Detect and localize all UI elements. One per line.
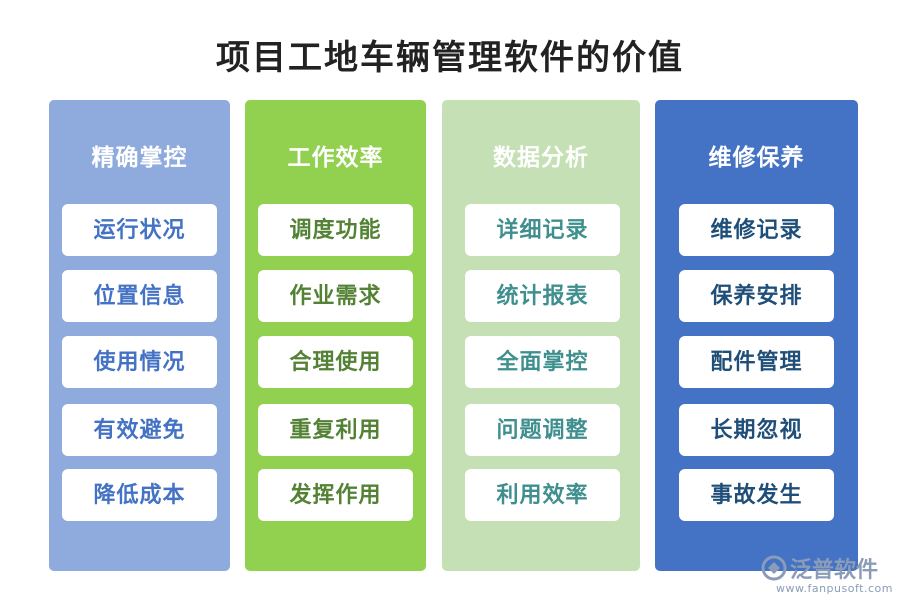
column-header: 数据分析 (493, 144, 589, 171)
value-item: 合理使用 (258, 336, 413, 388)
column-maintenance: 维修保养 维修记录 保养安排 配件管理 长期忽视 事故发生 (655, 100, 858, 571)
column-header: 精确掌控 (91, 144, 188, 171)
value-item: 位置信息 (62, 270, 217, 322)
page-title: 项目工地车辆管理软件的价值 (216, 38, 684, 78)
value-item: 全面掌控 (465, 336, 620, 388)
value-item: 降低成本 (62, 469, 217, 521)
value-item: 配件管理 (679, 336, 834, 388)
column-header: 工作效率 (287, 144, 384, 171)
value-item: 统计报表 (465, 270, 620, 322)
value-item: 有效避免 (62, 404, 217, 456)
column-precise-control: 精确掌控 运行状况 位置信息 使用情况 有效避免 降低成本 (49, 100, 230, 571)
watermark-url: www.fanpusoft.com (776, 582, 893, 595)
value-item: 事故发生 (679, 469, 834, 521)
value-item: 重复利用 (258, 404, 413, 456)
column-data-analysis: 数据分析 详细记录 统计报表 全面掌控 问题调整 利用效率 (442, 100, 640, 571)
value-item: 运行状况 (62, 204, 217, 256)
watermark: 泛普软件 www.fanpusoft.com (760, 552, 893, 598)
value-item: 维修记录 (679, 204, 834, 256)
value-item: 调度功能 (258, 204, 413, 256)
value-item: 利用效率 (465, 469, 620, 521)
watermark-name: 泛普软件 (790, 558, 879, 583)
value-item: 保养安排 (679, 270, 834, 322)
value-item: 使用情况 (62, 336, 217, 388)
value-item: 问题调整 (465, 404, 620, 456)
value-item: 发挥作用 (258, 469, 413, 521)
value-item: 长期忽视 (679, 404, 834, 456)
value-item: 详细记录 (465, 204, 620, 256)
column-header: 维修保养 (708, 144, 805, 171)
fanpu-logo-icon (761, 555, 787, 581)
value-item: 作业需求 (258, 270, 413, 322)
column-work-efficiency: 工作效率 调度功能 作业需求 合理使用 重复利用 发挥作用 (245, 100, 426, 571)
